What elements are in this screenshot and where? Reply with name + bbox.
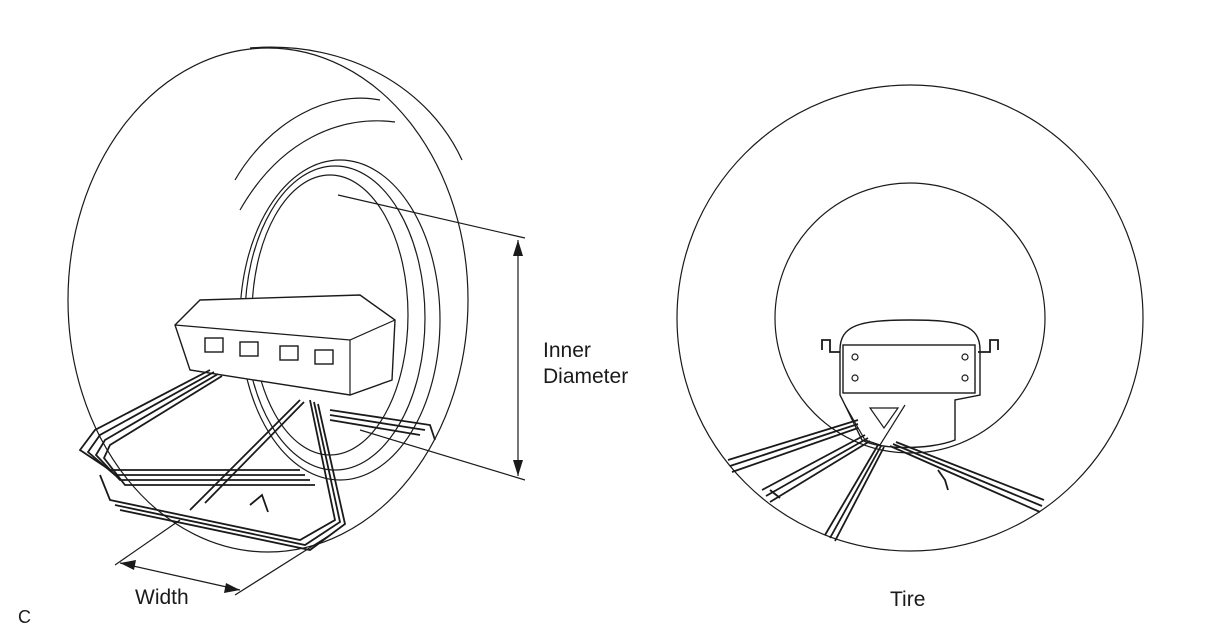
tire-outer-circle [676, 84, 1144, 552]
inner-diameter-label-line1: Inner [543, 339, 591, 362]
hook-left [821, 339, 840, 353]
tire-tread-arc-1 [234, 97, 381, 181]
tire-inner-circle [774, 182, 1046, 454]
triangle-mark [868, 407, 900, 430]
tire-outer-front [67, 47, 469, 553]
hook-right [978, 339, 999, 353]
side-tire-view [676, 84, 1144, 552]
strap-bundle-back [329, 409, 436, 441]
strap-bundle-left [78, 369, 315, 486]
airbag-bracket-1 [204, 337, 224, 353]
perspective-tire-view [67, 46, 526, 596]
tire-outer-back [249, 46, 463, 161]
tire-label: Tire [890, 588, 926, 611]
airbag-bracket-3 [279, 345, 299, 361]
width-dimension [114, 519, 331, 596]
inner-diameter-label: Inner Diameter [543, 338, 628, 391]
width-label: Width [135, 586, 189, 609]
strap-bundle-right [99, 399, 347, 551]
strap-buckle [249, 493, 269, 513]
corner-mark: C [18, 607, 31, 627]
airbag-side-plate [842, 344, 976, 394]
strap-mount [844, 404, 906, 446]
side-straps [727, 419, 1045, 542]
inner-diameter-label-line2: Diameter [543, 365, 629, 389]
airbag-bracket-4 [314, 349, 334, 365]
inner-diameter-dimension [337, 194, 526, 481]
airbag-bracket-2 [239, 341, 259, 357]
tire-tread-arc-2 [239, 120, 396, 211]
